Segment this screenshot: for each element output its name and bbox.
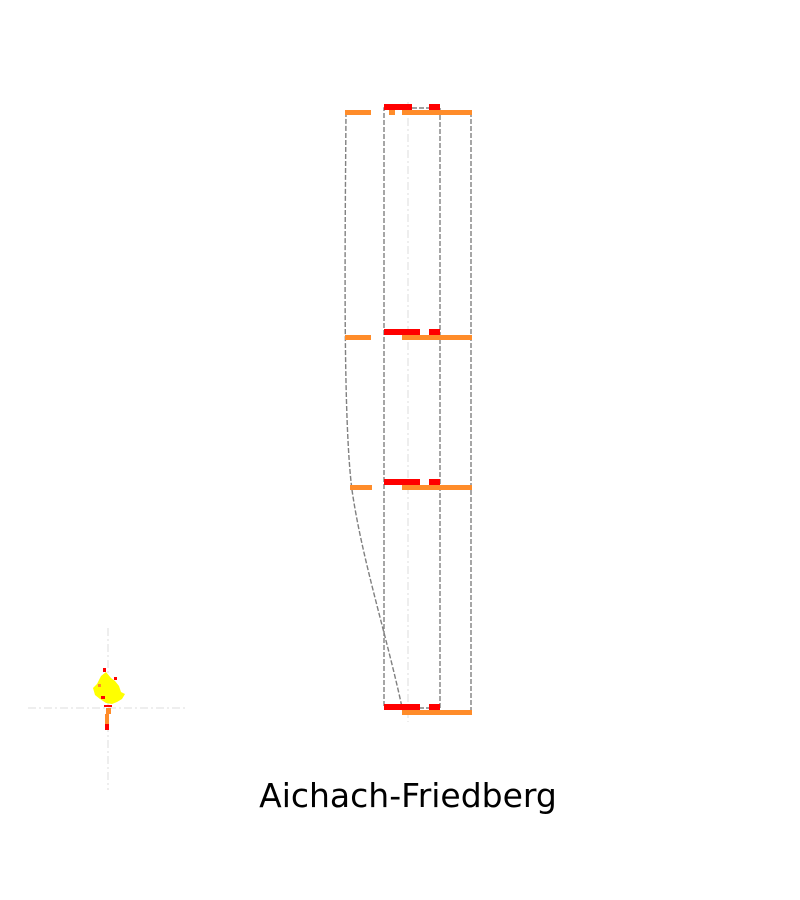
floor-level-4 (384, 704, 472, 715)
thumbnail-red-mark-1 (103, 668, 106, 672)
level-3-primary-bar (384, 479, 420, 485)
level-1-secondary-bar-left (345, 110, 371, 115)
thumbnail-yellow-blob (93, 672, 125, 704)
level-4-secondary-bar (402, 710, 472, 715)
level-1-primary-bar-end (429, 104, 440, 110)
level-3-secondary-bar-left (350, 485, 372, 490)
thumbnail-orange-mark-3 (105, 714, 109, 724)
diagram-title: Aichach-Friedberg (259, 776, 557, 815)
floor-level-3 (350, 479, 472, 490)
inner-column-outline (383, 107, 441, 709)
thumbnail-red-mark-4 (104, 705, 112, 707)
floor-level-1 (345, 104, 472, 115)
thumbnail-orange-mark-1 (98, 684, 101, 687)
level-1-secondary-bar-dot (389, 110, 395, 115)
thumbnail-orange-mark-2 (106, 708, 111, 714)
level-2-secondary-bar-left (345, 335, 371, 340)
floor-level-2 (345, 329, 472, 340)
level-3-secondary-bar-right (402, 485, 472, 490)
thumbnail-red-mark-5 (105, 724, 109, 730)
thumbnail-figure (93, 668, 125, 730)
level-1-primary-bar (384, 104, 412, 110)
level-3-primary-bar-end (429, 479, 440, 485)
left-curve-outline (344, 111, 404, 713)
level-2-secondary-bar-right (402, 335, 472, 340)
thumbnail-red-mark-2 (114, 677, 117, 680)
thumbnail-red-mark-3 (101, 696, 105, 699)
level-2-primary-bar (384, 329, 420, 335)
level-4-primary-bar-end (429, 704, 440, 710)
level-1-secondary-bar-right (402, 110, 472, 115)
level-4-primary-bar (384, 704, 420, 710)
level-2-primary-bar-end (429, 329, 440, 335)
